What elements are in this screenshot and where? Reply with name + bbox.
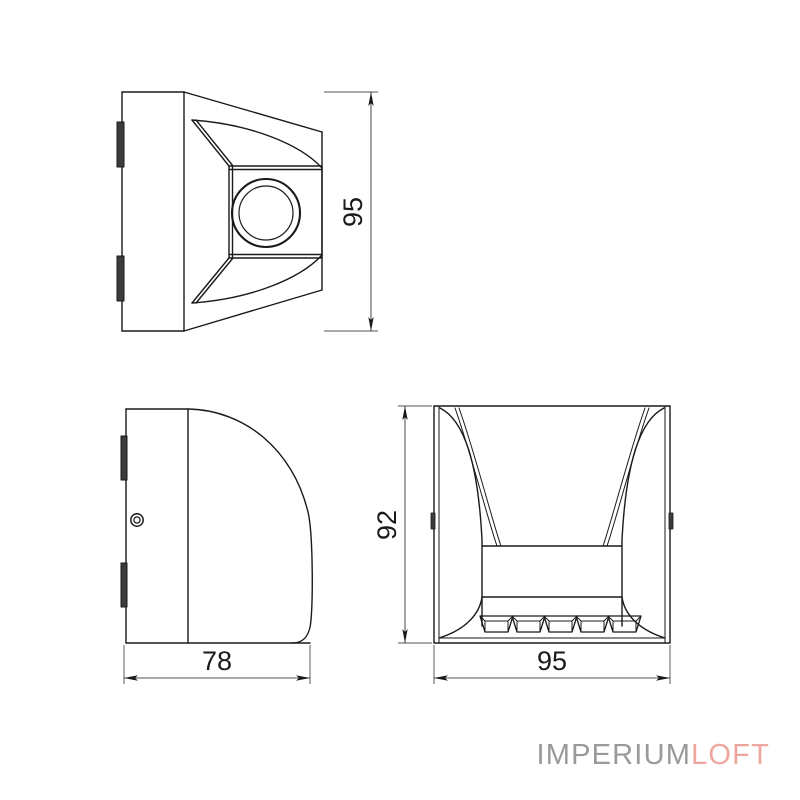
front-bottom-left-flare: [438, 596, 483, 639]
mounting-clip-lower: [116, 255, 125, 302]
dim95v-arrow-bottom: [368, 317, 374, 331]
front-right-bevel-a: [606, 407, 650, 547]
dim-width-95: 95: [433, 645, 671, 684]
lens-plate: [228, 165, 323, 259]
dim92-arrow-top: [402, 406, 408, 420]
front-left-curve-outer: [439, 407, 483, 627]
dim92-label: 92: [372, 510, 402, 540]
fin: [511, 615, 546, 633]
dim95h-label: 95: [537, 646, 567, 676]
front-clip-left: [430, 512, 436, 530]
dim92-arrow-bottom: [402, 629, 408, 643]
housing-top-silhouette: [183, 91, 323, 133]
watermark-brand-primary: IMPERIUM: [536, 739, 692, 771]
dim95h-arrow-right: [656, 675, 670, 681]
front-left-bevel-b: [458, 407, 502, 547]
front-right-bevel-b: [602, 407, 646, 547]
side-body-curve: [187, 408, 313, 644]
dim-height-92: 92: [372, 405, 432, 644]
mounting-clip-upper: [116, 121, 125, 168]
dim78-label: 78: [202, 646, 232, 676]
dim-height-95: 95: [324, 91, 378, 332]
dim78-arrow-left: [124, 675, 138, 681]
bottom-fins: [479, 615, 642, 633]
side-view: [120, 408, 313, 644]
dim-depth-78: 78: [123, 645, 311, 684]
front-bottom-right-flare: [621, 596, 666, 639]
housing-lower-bevel-inner: [195, 257, 234, 304]
front-left-bevel-a: [454, 407, 498, 547]
housing-upper-bevel-outer: [191, 119, 230, 167]
front-clip-right: [668, 512, 674, 530]
housing-upper-curve: [191, 119, 323, 169]
screw-outer: [130, 513, 144, 527]
watermark-brand-secondary: LOFT: [691, 739, 770, 771]
fin: [543, 615, 578, 633]
housing-upper-bevel-inner: [195, 119, 234, 167]
dim95v-label: 95: [338, 197, 368, 227]
dim95v-arrow-top: [368, 92, 374, 106]
perspective-view: [116, 91, 323, 332]
lens-inner-ring: [238, 185, 294, 241]
watermark: IMPERIUMLOFT: [536, 739, 770, 772]
dim78-arrow-right: [296, 675, 310, 681]
housing-bottom-silhouette: [183, 289, 323, 332]
lens-outer-ring: [230, 177, 302, 249]
housing-lower-bevel-outer: [191, 257, 230, 304]
front-right-curve-outer: [621, 407, 665, 627]
screw-inner: [133, 516, 141, 524]
fin: [575, 615, 610, 633]
housing-lower-curve: [191, 254, 323, 304]
side-mounting-clip-upper: [120, 435, 128, 481]
fin: [479, 615, 514, 633]
dim95h-arrow-left: [434, 675, 448, 681]
front-view: [430, 405, 674, 644]
fin: [607, 615, 642, 633]
side-mounting-clip-lower: [120, 562, 128, 608]
